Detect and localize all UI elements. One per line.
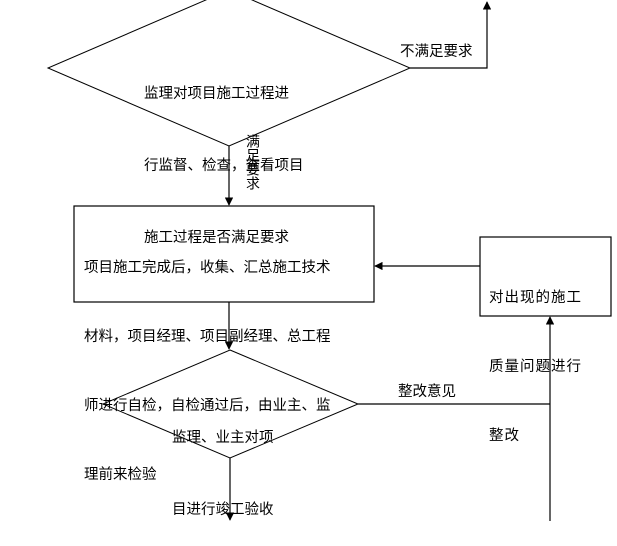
text-line: 质量问题进行: [489, 359, 582, 375]
satisfied-label: 满足要求: [244, 134, 260, 190]
completion-box: [73, 205, 375, 303]
not-satisfied-label: 不满足要求: [400, 44, 473, 60]
text-line: 材料，项目经理、项目副经理、总工程: [84, 329, 331, 345]
text-line: 整改: [489, 428, 520, 444]
rectify-opinion-label: 整改意见: [398, 384, 456, 400]
rectify-box: [479, 236, 612, 317]
text-line: 监理对项目施工过程进: [144, 86, 289, 102]
text-line: 行监督、检查，查看项目: [144, 158, 304, 174]
flowchart: [46, 0, 612, 521]
text-line: 项目施工完成后，收集、汇总施工技术: [84, 260, 331, 276]
completion-box-text: 项目施工完成后，收集、汇总施工技术 材料，项目经理、项目副经理、总工程 师进行自…: [84, 211, 331, 510]
rectify-box-text: 对出现的施工 质量问题进行 整改: [489, 241, 582, 471]
text-line: 施工过程是否满足要求: [144, 230, 289, 246]
text-line: 监理、业主对项: [172, 430, 274, 446]
text-line: 理前来检验: [84, 467, 157, 483]
text-line: 目进行竣工验收: [172, 502, 274, 518]
not-satisfied-connector: [410, 1, 492, 69]
text-line: 师进行自检，自检通过后，由业主、监: [84, 398, 331, 414]
acceptance-decision-text: 监理、业主对项 目进行竣工验收: [172, 378, 274, 546]
text-line: 对出现的施工: [489, 290, 582, 306]
inspect-decision-text: 监理对项目施工过程进 行监督、检查，查看项目 施工过程是否满足要求: [144, 34, 304, 274]
